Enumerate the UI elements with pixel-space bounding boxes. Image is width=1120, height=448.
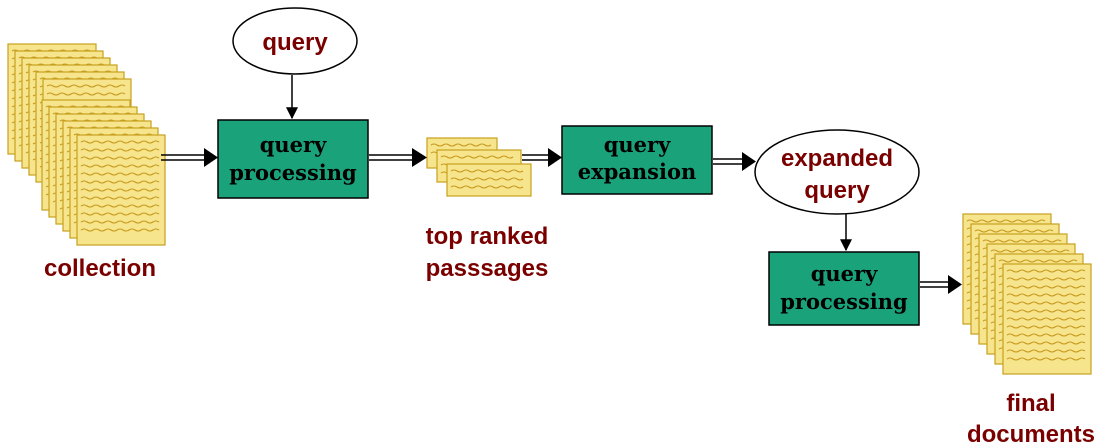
final-documents-stack-icon	[962, 213, 1092, 375]
expanded-query-node: expanded query	[754, 129, 920, 215]
query-processing-1-line2: processing	[229, 160, 357, 185]
query-processing-box-1: query processing	[217, 119, 369, 199]
final-label-line1: final	[1006, 390, 1055, 417]
flow-arrows	[161, 148, 962, 294]
query-node: query	[232, 7, 358, 75]
query-processing-2-line2: processing	[780, 289, 908, 314]
passages-document-stack-icon	[426, 137, 532, 197]
arrow-processing-to-passages	[369, 148, 427, 167]
collection-document-stack-icon	[7, 43, 166, 246]
query-node-label: query	[262, 29, 328, 56]
arrow-processing-to-final	[920, 275, 962, 294]
top-ranked-label-line1: top ranked	[426, 223, 549, 250]
query-expansion-line2: expansion	[578, 159, 697, 184]
query-processing-box-2: query processing	[768, 251, 920, 326]
final-label-line2: documents	[967, 421, 1095, 448]
arrow-expansion-to-expanded	[713, 152, 756, 171]
arrow-collection-to-processing	[161, 148, 218, 167]
arrow-passages-to-expansion	[522, 148, 562, 167]
collection-label: collection	[44, 255, 156, 282]
query-processing-2-line1: query	[811, 261, 878, 286]
top-ranked-label-line2: passsages	[426, 255, 549, 282]
query-expansion-line1: query	[604, 132, 671, 157]
query-expansion-box: query expansion	[561, 125, 713, 195]
expanded-query-line1: expanded	[781, 145, 893, 172]
query-processing-1-line1: query	[260, 132, 327, 157]
expanded-query-line2: query	[804, 177, 870, 204]
